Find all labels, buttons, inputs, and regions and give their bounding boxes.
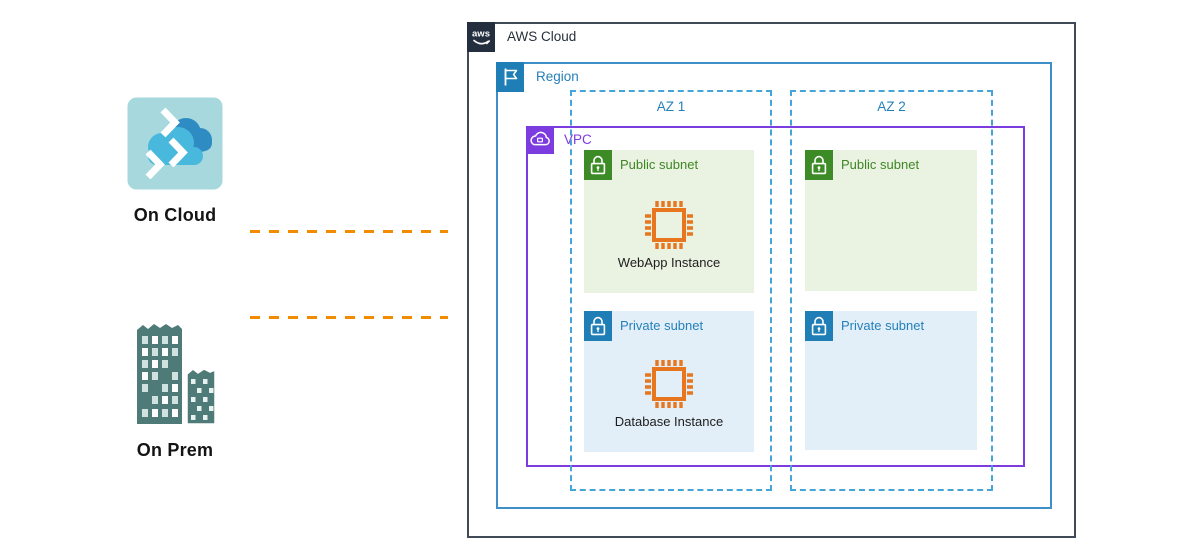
private-subnet-lock-icon [584, 311, 612, 341]
on-prem-node [133, 316, 219, 426]
instance-label: Database Instance [614, 414, 724, 429]
private-subnet-lock-icon [805, 311, 833, 341]
aws-cloud-container: aws AWS Cloud Region AZ 1 AZ 2 [467, 22, 1076, 538]
subnet-label: Private subnet [620, 318, 704, 333]
subnet-label: Public subnet [841, 157, 920, 172]
public-subnet-lock-icon [805, 150, 833, 180]
buildings-icon [133, 324, 219, 430]
az1-label: AZ 1 [656, 99, 686, 114]
ec2-chip-icon [640, 355, 698, 413]
instance-label: WebApp Instance [617, 255, 721, 270]
az2-label: AZ 2 [877, 99, 906, 114]
subnet-private-az1: Private subnet Database Insta [584, 311, 754, 452]
cloud-sync-icon [127, 97, 223, 194]
vpc-cloud-icon [526, 126, 554, 154]
on-cloud-connector-line [250, 230, 448, 233]
public-subnet-lock-icon [584, 150, 612, 180]
subnet-public-az1: Public subnet WebApp Instance [584, 150, 754, 293]
ec2-chip-icon [640, 196, 698, 254]
aws-logo-icon: aws [467, 22, 495, 52]
region-flag-icon [496, 62, 524, 92]
on-prem-label: On Prem [136, 440, 214, 460]
on-prem-connector-line [250, 316, 448, 319]
subnet-label: Public subnet [620, 157, 699, 172]
region-container: Region AZ 1 AZ 2 VPC [496, 62, 1052, 509]
svg-text:aws: aws [472, 29, 490, 40]
subnet-label: Private subnet [841, 318, 925, 333]
subnet-public-az2: Public subnet [805, 150, 977, 291]
region-label: Region [536, 69, 579, 84]
aws-cloud-label: AWS Cloud [507, 29, 577, 44]
on-cloud-label: On Cloud [133, 205, 217, 225]
vpc-container: VPC Public subnet [526, 126, 1025, 467]
subnet-private-az2: Private subnet [805, 311, 977, 450]
on-cloud-node [127, 97, 223, 190]
